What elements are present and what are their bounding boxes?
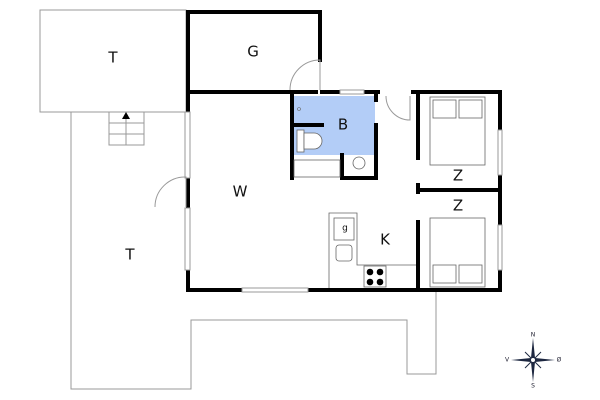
compass-east: Ø: [557, 357, 562, 364]
cabinet: [293, 159, 341, 178]
burner: [376, 268, 384, 276]
window: [339, 89, 365, 95]
room-label-bedroom: Z: [453, 167, 463, 185]
room-label-bedroom: Z: [453, 197, 463, 215]
burner: [366, 268, 374, 276]
window: [184, 207, 191, 271]
room-label-storage: G: [247, 43, 259, 61]
arrow-up-icon: [122, 112, 130, 119]
window: [497, 129, 503, 176]
walls: [186, 10, 502, 292]
kitchen-counter: [328, 212, 416, 288]
bed-upper: [429, 96, 486, 166]
door: [289, 59, 321, 91]
shower-drain: [352, 156, 366, 170]
stairs: [108, 111, 145, 146]
compass-rose-icon: N S V Ø: [505, 332, 562, 390]
toilet: [303, 132, 323, 150]
bed-lower: [429, 217, 486, 288]
compass-south: S: [531, 383, 535, 390]
shower-head: [297, 107, 301, 111]
toilet-tank: [296, 129, 305, 153]
burner: [366, 278, 374, 286]
terrace-lower: [70, 112, 437, 390]
fridge: [333, 217, 355, 241]
sink: [335, 244, 353, 262]
burner: [376, 278, 384, 286]
door: [385, 95, 411, 121]
room-label-bathroom: B: [338, 116, 348, 134]
compass-north: N: [531, 332, 536, 339]
room-label-kitchen: K: [380, 231, 391, 249]
window: [497, 224, 503, 271]
window: [241, 287, 309, 293]
door: [154, 176, 187, 208]
room-label-terrace: T: [107, 49, 118, 67]
window: [184, 111, 191, 179]
room-label-living: W: [233, 183, 248, 201]
room-label-terrace: T: [124, 246, 135, 264]
compass-west: V: [505, 357, 510, 364]
fridge-label: g: [342, 224, 348, 234]
